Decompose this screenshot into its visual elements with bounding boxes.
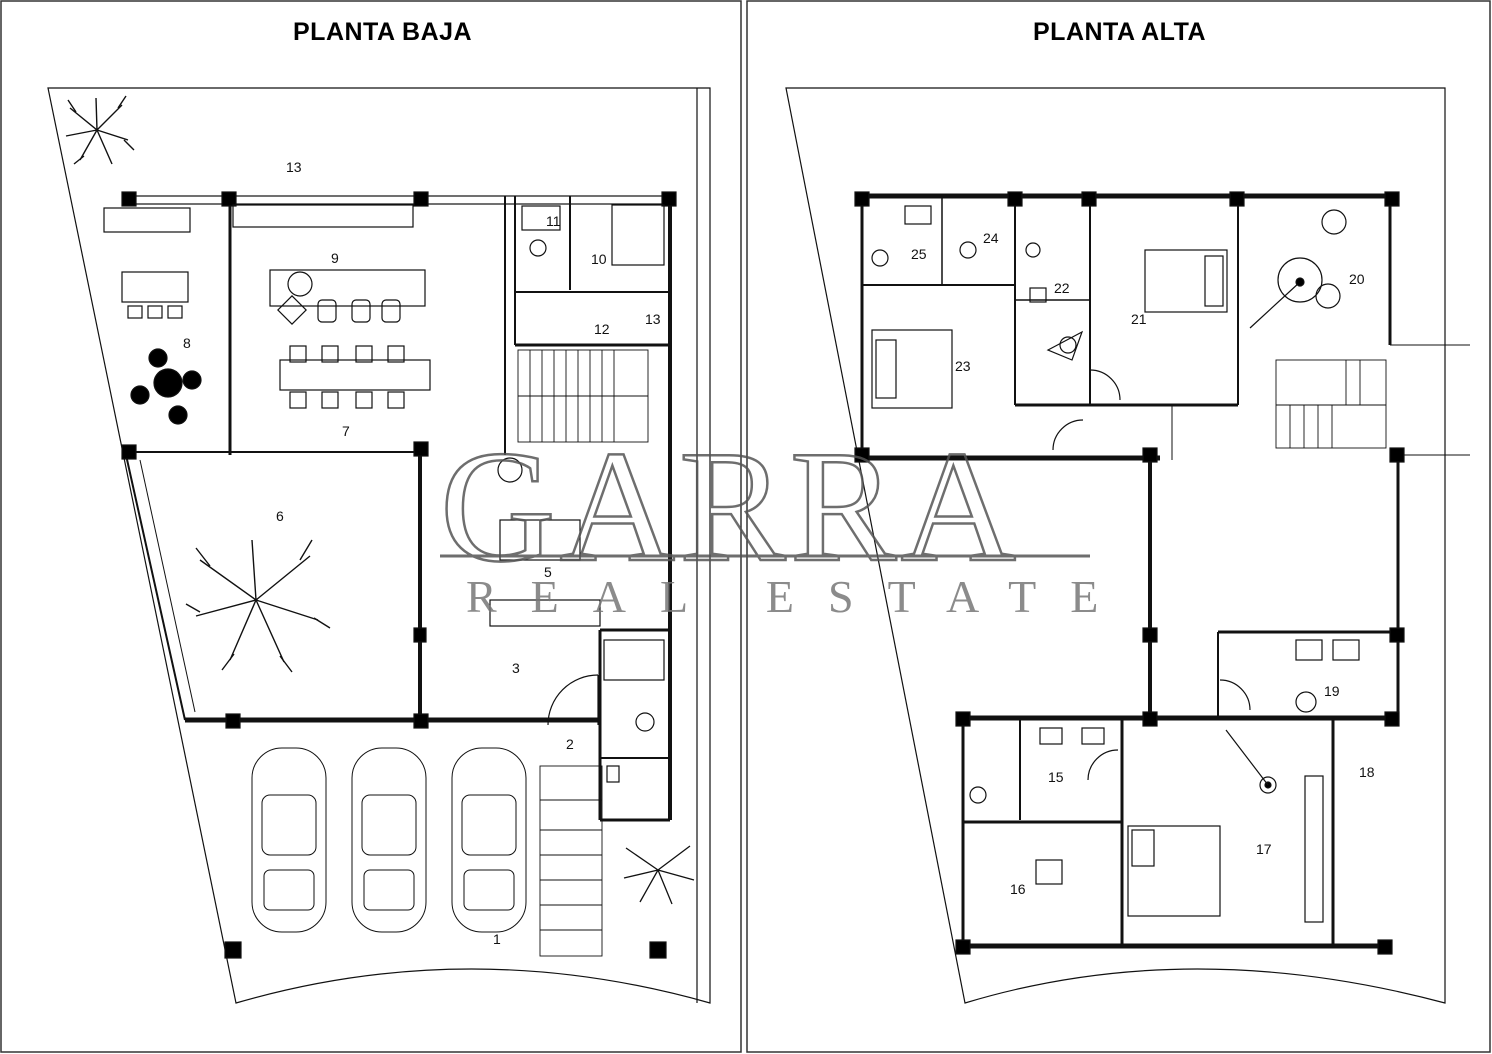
room-number-label: 2 [566,736,574,752]
watermark: GARRA REAL ESTATE [439,416,1132,622]
upper-floor-panel [746,0,1491,1053]
room-number-label: 25 [911,246,927,262]
room-number-label: 1 [493,931,501,947]
upper-lot-outline [785,87,1446,1004]
tree-icon [623,845,695,905]
room-number-label: 23 [955,358,971,374]
room-number-label: 15 [1048,769,1064,785]
north-wall [125,195,675,205]
room-number-label: 10 [591,251,607,267]
room-number-label: 24 [983,230,999,246]
ground-floor-panel [0,0,742,1053]
room-number-label: 8 [183,335,191,351]
watermark-tagline: REAL ESTATE [466,571,1132,622]
room-number-label: 18 [1359,764,1375,780]
room-number-label: 16 [1010,881,1026,897]
upper-floor-plan [785,87,1470,1004]
upper-room-labels: 15 16 17 18 19 20 21 22 23 24 25 [911,230,1375,897]
tree-icon [65,95,135,165]
room-number-label: 7 [342,423,350,439]
room-number-label: 19 [1324,683,1340,699]
room-number-label: 11 [546,213,561,229]
room-number-label: 6 [276,508,284,524]
ground-lot-outline [47,87,711,1004]
room-number-label: 9 [331,250,339,266]
room-number-label: 3 [512,660,520,676]
room-number-label: 17 [1256,841,1272,857]
watermark-brand: GARRA [440,417,1020,595]
room-number-label: 20 [1349,271,1365,287]
room-number-label: 21 [1131,311,1147,327]
upper-floor-title: PLANTA ALTA [1033,18,1207,46]
ground-floor-title: PLANTA BAJA [293,18,473,46]
room-number-label: 13 [286,159,302,175]
room-number-label: 5 [544,564,552,580]
room-number-label: 22 [1054,280,1070,296]
room-number-label: 12 [594,321,610,337]
ground-floor-plan [47,87,711,1004]
room-number-label: 13 [645,311,661,327]
tree-icon [185,539,331,673]
